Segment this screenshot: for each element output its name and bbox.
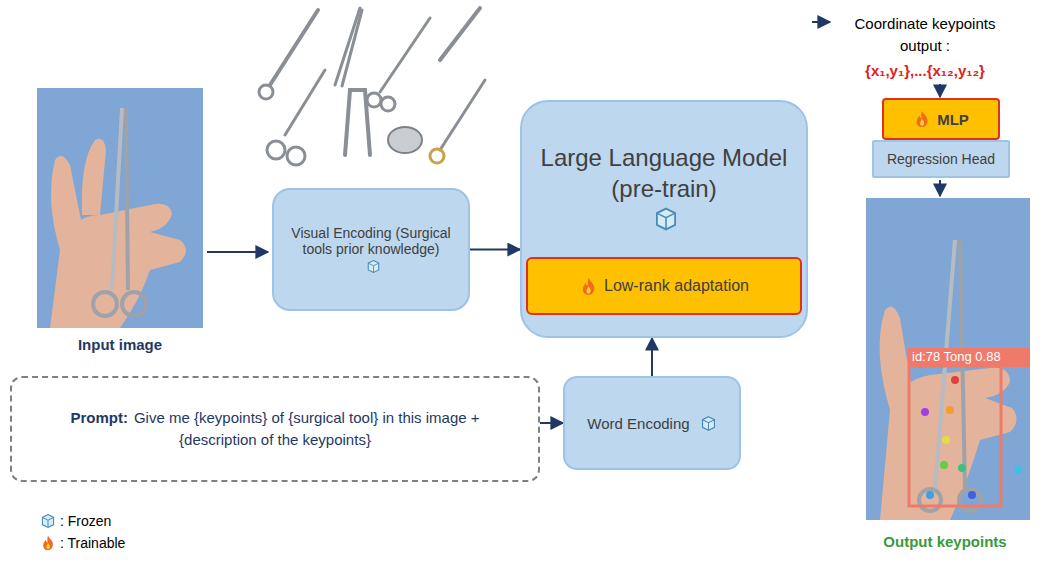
node-label: Regression Head xyxy=(887,151,995,167)
trainable-icon xyxy=(579,277,598,296)
word-encoder-box: Word Encoding xyxy=(563,376,741,470)
node-label: Large Language Model (pre-train) xyxy=(538,142,790,204)
node-label: Low-rank adaptation xyxy=(604,277,749,295)
surgical-tools-illustration xyxy=(259,8,485,165)
frozen-icon xyxy=(653,206,679,232)
output-photo xyxy=(866,198,1030,520)
legend-row: : Frozen xyxy=(40,512,111,529)
prompt-heading: Prompt: xyxy=(70,409,128,426)
output-keypoints-caption: Output keypoints xyxy=(883,533,1006,550)
frozen-icon xyxy=(700,415,717,432)
flow-arrow xyxy=(470,249,520,251)
output-caption: Coordinate keypoints output : xyxy=(850,13,1000,57)
flow-arrow xyxy=(540,422,563,424)
flow-arrow xyxy=(651,338,653,376)
legend-row: : Trainable xyxy=(40,534,125,551)
detection-label: id:78 Tong 0.88 xyxy=(912,349,1001,364)
legend-label: : Frozen xyxy=(60,513,111,529)
node-label: Word Encoding xyxy=(587,415,689,432)
trainable-icon xyxy=(913,110,931,128)
frozen-icon xyxy=(40,513,56,529)
node-label: Visual Encoding (Surgical tools prior kn… xyxy=(288,225,454,257)
trainable-icon xyxy=(40,535,56,551)
frozen-icon xyxy=(366,259,381,274)
regression-head-box: Regression Head xyxy=(872,140,1010,178)
mlp-box: MLP xyxy=(882,98,1000,140)
prompt-box: Prompt: Give me {keypoints} of {surgical … xyxy=(10,376,540,482)
coordinate-output: {x₁,y₁},...{x₁₂,y₁₂} xyxy=(865,62,985,79)
input-image-caption: Input image xyxy=(78,336,162,353)
llm-box: Large Language Model (pre-train) Low-rank… xyxy=(520,100,808,338)
legend-label: : Trainable xyxy=(60,535,125,551)
node-label: MLP xyxy=(937,111,969,128)
encoder-box: Visual Encoding (Surgical tools prior kn… xyxy=(272,188,470,311)
node-label: Give me {keypoints} of {surgical tool} i… xyxy=(134,409,480,448)
lora-box: Low-rank adaptation xyxy=(526,257,802,315)
input-photo xyxy=(37,88,203,328)
